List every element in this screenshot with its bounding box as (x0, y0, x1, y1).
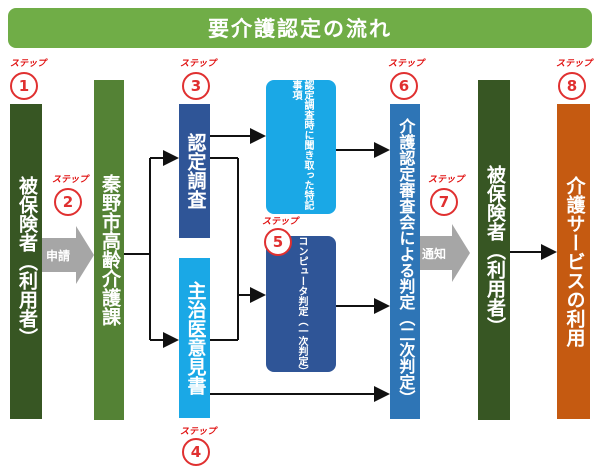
notify-arrow (418, 224, 470, 282)
insured-left-box: 被保険者（利用者） (10, 104, 42, 419)
step-5-badge: 5 (264, 228, 292, 256)
service-use-box: 介護サービスの利用 (557, 104, 590, 419)
insured-right-box: 被保険者（利用者） (478, 80, 510, 420)
city-office-box: 秦野市高齢介護課 (94, 80, 124, 420)
step-label: ステップ (556, 59, 593, 69)
step-label: ステップ (10, 59, 47, 69)
step-1-badge: 1 (10, 72, 38, 100)
investigation-box: 認定調査 (179, 104, 210, 238)
step-4-badge: 4 (182, 438, 210, 466)
committee-box: 介護認定審査会による判定（二次判定） (390, 104, 420, 419)
apply-arrow (42, 226, 94, 284)
step-label: ステップ (52, 175, 89, 185)
step-8-badge: 8 (558, 72, 586, 100)
step-label: ステップ (428, 175, 465, 185)
special-notes-box: 認定調査時に聞き取った特記事項 (266, 80, 336, 214)
step-3-badge: 3 (182, 72, 210, 100)
notify-label: 通知 (422, 247, 447, 261)
step-2-badge: 2 (54, 188, 82, 216)
step-label: ステップ (262, 217, 299, 227)
step-6-badge: 6 (390, 72, 418, 100)
doctor-opinion-box: 主治医意見書 (179, 258, 210, 418)
step-label: ステップ (388, 59, 425, 69)
computer-judgment-box: コンピュータ判定（一次判定） (266, 236, 336, 376)
page-title: 要介護認定の流れ (8, 8, 592, 48)
step-7-badge: 7 (430, 188, 458, 216)
step-label: ステップ (180, 427, 217, 437)
step-label: ステップ (180, 59, 217, 69)
apply-label: 申請 (46, 249, 71, 263)
